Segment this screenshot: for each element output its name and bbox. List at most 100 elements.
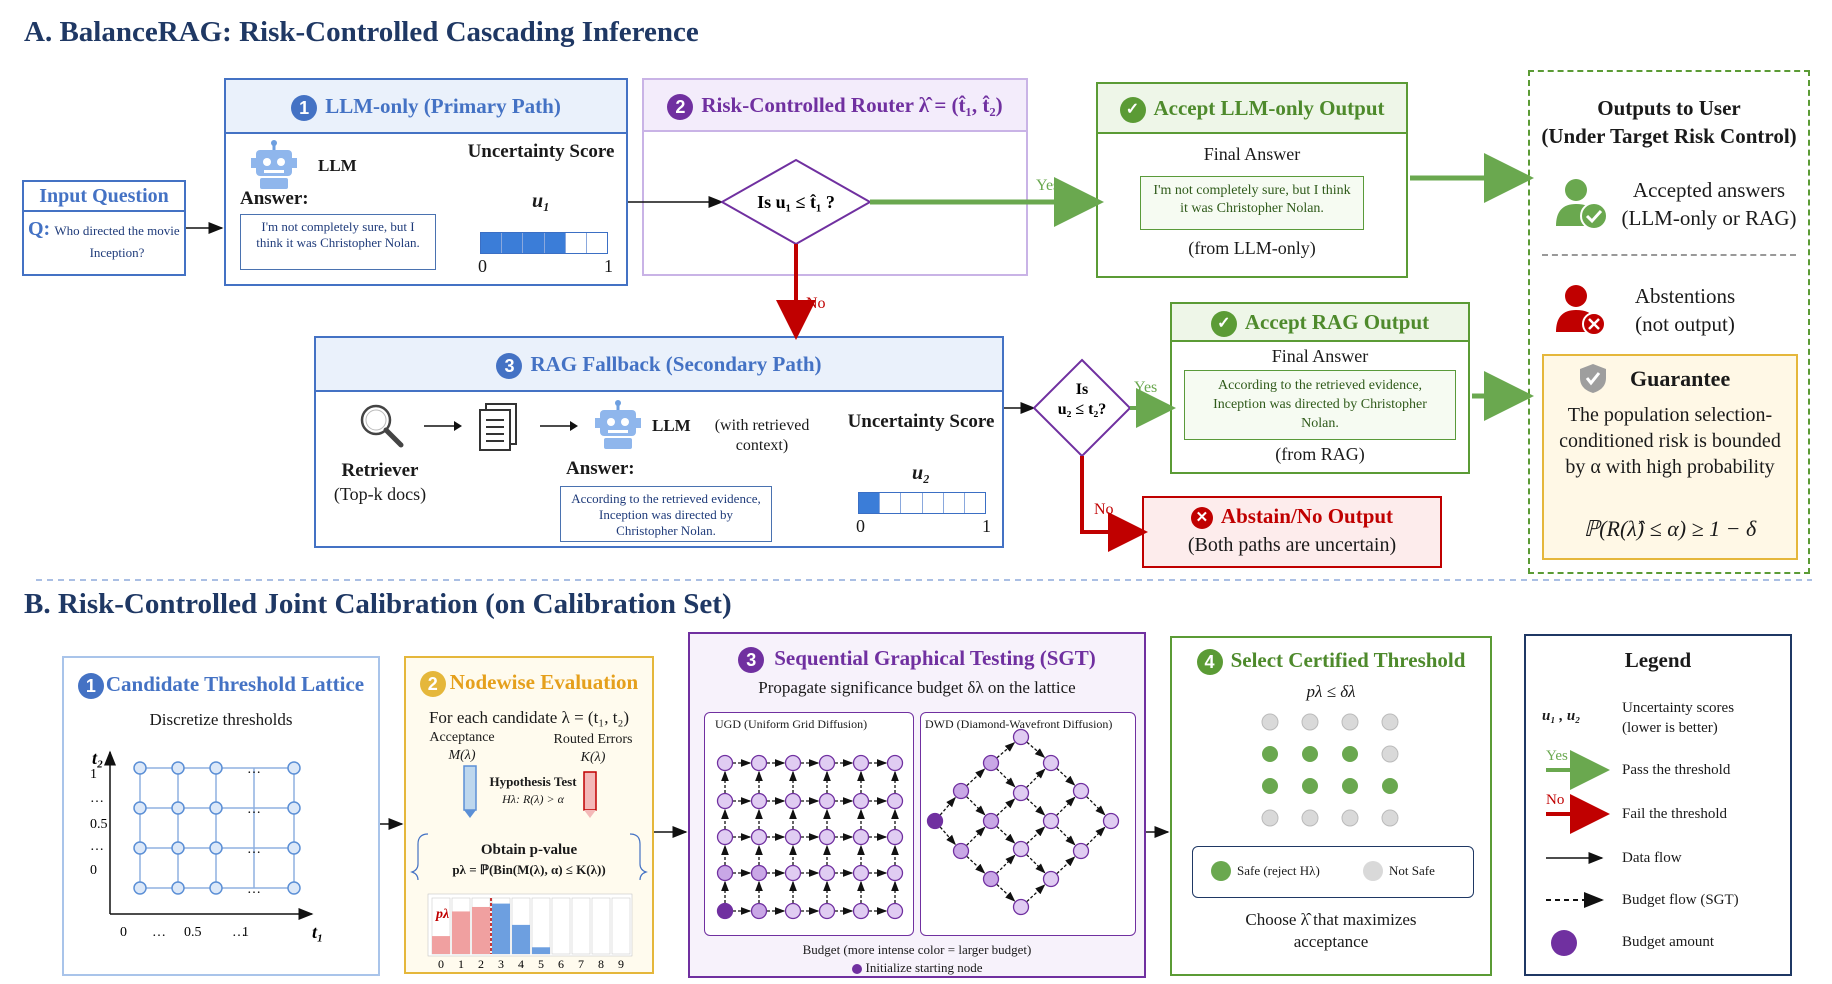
dwd-edge — [996, 883, 1016, 902]
lattice-node — [171, 841, 185, 855]
section-a-connectors: Is u₁ ≤ t̂₁ ? Yes No Is u₂ ≤ t₂? Yes No — [36, 153, 1812, 581]
bar-segment — [923, 493, 944, 513]
legend-amount: Budget amount — [1622, 934, 1715, 950]
documents-icon — [479, 403, 517, 451]
notsafe-node — [1341, 809, 1359, 827]
dwd-edge — [1026, 741, 1046, 758]
abstain-sub: (Both paths are uncertain) — [1187, 534, 1397, 556]
legend-panel: Legend u₁ , u₂ Uncertainty scores (lower… — [1524, 634, 1792, 976]
lattice-y-tick: … — [90, 839, 104, 854]
acceptance-var: M(λ) — [448, 748, 476, 763]
histogram-cell — [571, 897, 591, 955]
safe-dot — [1211, 861, 1231, 881]
legend-yes-label: Yes — [1546, 748, 1568, 764]
rag-bar-max: 1 — [982, 516, 991, 536]
lattice-node — [133, 801, 147, 815]
safe-node — [1382, 778, 1398, 794]
lattice-x-tick: … — [232, 925, 246, 940]
guarantee-text: The population selection-conditioned ris… — [1559, 404, 1781, 478]
sgt-init-note: Initialize starting node — [690, 960, 1144, 976]
histogram-bar — [532, 947, 550, 954]
step-b1-badge: 1 — [77, 673, 104, 700]
safe-node — [1302, 746, 1318, 762]
notsafe-node — [1381, 713, 1399, 731]
dwd-edge — [996, 825, 1016, 844]
guarantee-title: Guarantee — [1630, 366, 1731, 391]
dwd-edge — [1026, 768, 1046, 788]
hypothesis-test-formula: Hλ: R(λ) > α — [502, 792, 564, 806]
routed-errors-var: K(λ) — [580, 750, 606, 765]
select-title: Select Certified Threshold — [1230, 648, 1466, 672]
dwd-node — [1072, 782, 1090, 800]
dwd-edge — [1026, 797, 1046, 816]
dwd-edge — [1056, 796, 1076, 816]
router-title: Risk-Controlled Router λ̂ = (t̂₁, t̂₂) — [701, 93, 1003, 117]
ugd-node — [852, 902, 870, 920]
ugd-node — [750, 828, 768, 846]
select-condition: pλ ≤ δλ — [1306, 682, 1356, 701]
lattice-ellipsis: … — [247, 842, 261, 857]
llm-uncertainty-bar — [480, 232, 608, 254]
lattice-node — [209, 841, 223, 855]
outputs-panel: Outputs to User (Under Target Risk Contr… — [1528, 70, 1810, 574]
ugd-title: UGD (Uniform Grid Diffusion) — [715, 717, 868, 731]
dwd-edge — [966, 796, 986, 816]
accept-rag-header: ✓Accept RAG Output — [1172, 304, 1468, 342]
input-question-box: Input Question Q: Who directed the movie… — [22, 180, 186, 276]
ugd-node — [852, 792, 870, 810]
search-icon — [360, 404, 404, 448]
shield-icon — [1580, 364, 1606, 393]
acceptance-label: Acceptance — [429, 730, 495, 745]
dwd-edge — [1086, 796, 1106, 816]
legend-unc-line-2: (lower is better) — [1622, 720, 1718, 736]
ugd-node — [852, 864, 870, 882]
accept-llm-source: (from LLM-only) — [1188, 238, 1316, 258]
lattice-node — [209, 761, 223, 775]
lattice-sub: Discretize thresholds — [149, 710, 293, 729]
dwd-node — [1042, 870, 1060, 888]
bar-segment — [901, 493, 923, 513]
lattice-node — [133, 841, 147, 855]
legend-no-label: No — [1546, 792, 1564, 808]
ugd-node — [886, 792, 904, 810]
dwd-edge — [966, 855, 986, 874]
histogram-cell — [611, 897, 631, 955]
abst-line-1: Abstentions — [1634, 284, 1736, 308]
lattice-grid: …………1…0.5…00…0.5…1 — [90, 761, 301, 940]
lattice-node — [171, 801, 185, 815]
accept-llm-final-label: Final Answer — [1203, 144, 1301, 164]
dwd-node — [1042, 754, 1060, 772]
notsafe-node — [1381, 809, 1399, 827]
lattice-x-tick: … — [152, 925, 166, 940]
ugd-node — [750, 792, 768, 810]
histogram-tick: 2 — [478, 957, 484, 971]
accept-rag-answer: According to the retrieved evidence, Inc… — [1184, 370, 1456, 440]
safe-node — [1262, 778, 1278, 794]
bar-segment — [544, 233, 566, 253]
notsafe-node — [1301, 713, 1319, 731]
dwd-edge — [939, 796, 956, 816]
nodewise-sub: For each candidate λ = (t₁, t₂) — [428, 708, 630, 727]
llm-answer-text: I'm not completely sure, but I think it … — [240, 214, 436, 270]
ugd-node — [818, 828, 836, 846]
arrow-icon — [540, 421, 578, 431]
no2-label: No — [1094, 501, 1114, 518]
start-node-dot — [851, 964, 862, 975]
select-dot-grid — [1261, 713, 1399, 827]
lattice-node — [133, 761, 147, 775]
histogram-cell — [591, 897, 611, 955]
histogram-tick: 6 — [558, 957, 564, 971]
dwd-start-node — [926, 812, 944, 830]
hypothesis-test-label: Hypothesis Test — [489, 774, 577, 789]
dwd-edge — [1056, 856, 1076, 875]
x-icon: ✕ — [1190, 507, 1213, 530]
legend-budget: Budget flow (SGT) — [1622, 892, 1739, 908]
llm-bar-min: 0 — [478, 256, 487, 276]
abst-line-2: (not output) — [1635, 312, 1735, 336]
